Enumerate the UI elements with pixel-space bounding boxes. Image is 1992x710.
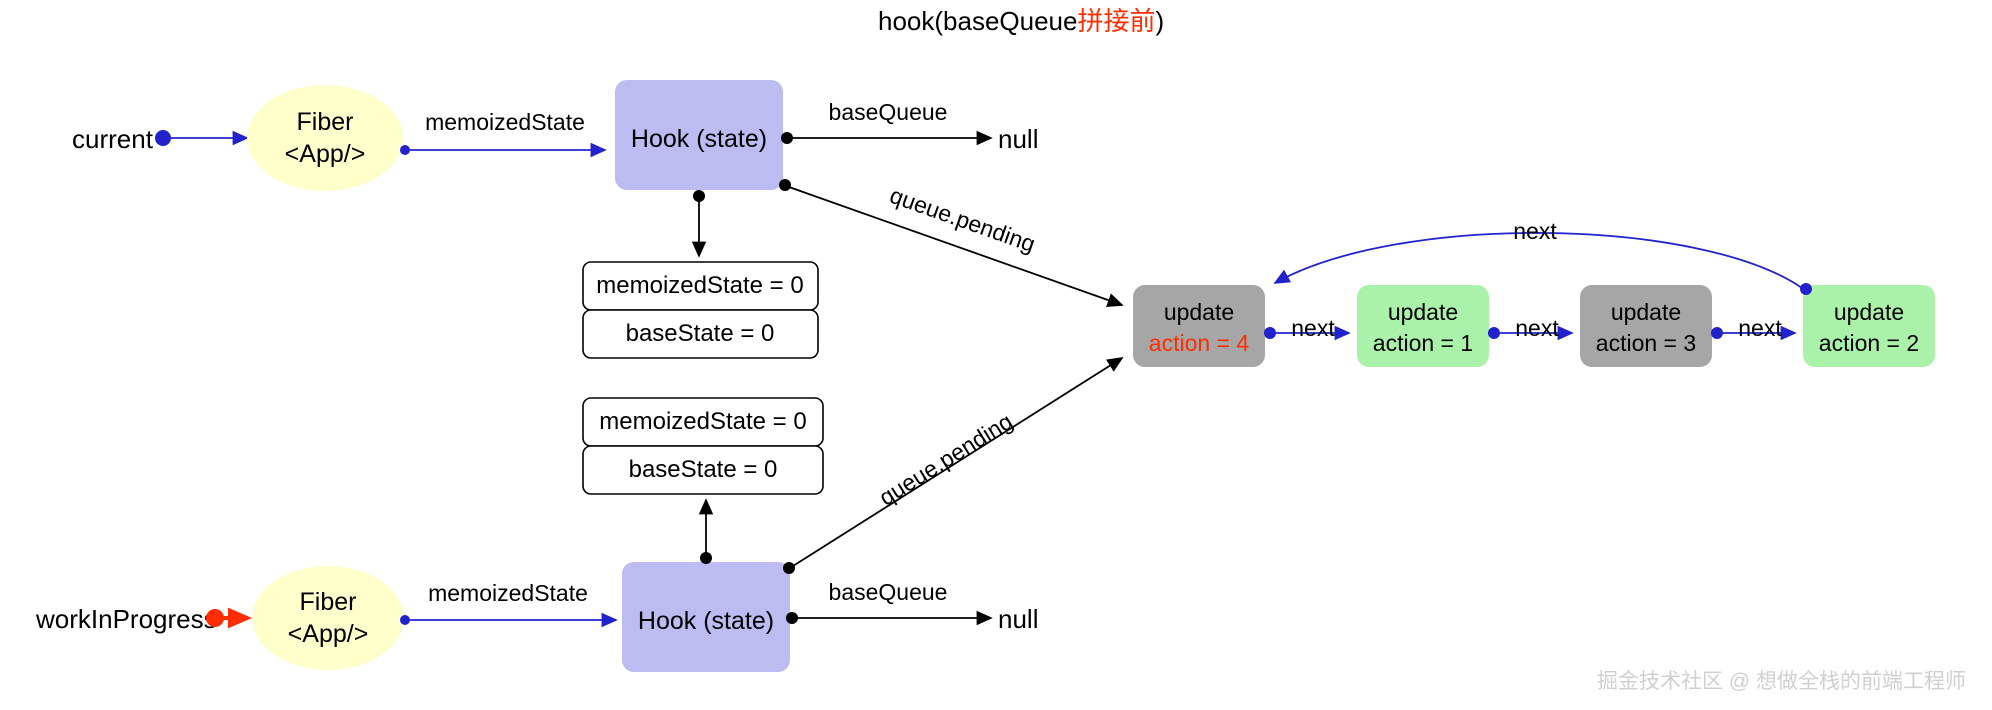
wip-basequeue-target: null [998,604,1038,634]
wip-fiber-label-line1: Fiber [300,588,357,616]
wip-hook-node [622,562,790,672]
page-title: hook(baseQueue拼接前) [878,6,1164,36]
title-prefix: hook(baseQueue [878,6,1077,36]
wip-source-dot [206,609,224,627]
update-next-dot-1 [1488,327,1500,339]
wip-queuepending-edge-line [792,357,1124,567]
wip-basequeue-edge-label: baseQueue [829,579,948,605]
update-box-1 [1357,285,1489,367]
update-box-3 [1803,285,1935,367]
current-state-table: memoizedState = 0 baseState = 0 [582,261,819,359]
wip-state-table: memoizedState = 0 baseState = 0 [582,397,824,495]
current-source-dot [155,130,171,146]
update-next-label-2: next [1738,315,1782,341]
current-hook-node [615,80,783,190]
wip-memoized-edge-label: memoizedState [428,580,588,606]
update-title-3: update [1834,299,1904,325]
update-box-2 [1580,285,1712,367]
update-title-2: update [1611,299,1681,325]
update-box-0 [1133,285,1265,367]
update-next-dot-0 [1264,327,1276,339]
current-fiber-label-line1: Fiber [297,108,354,136]
current-fiber-label-line2: <App/> [285,140,366,168]
watermark: 掘金技术社区 @ 想做全栈的前端工程师 [1597,670,1966,693]
update-node-1: update action = 1 [1357,285,1489,367]
wip-table-row2-cell [582,445,824,495]
update-node-3: update action = 2 [1803,285,1935,367]
current-hook-label: Hook (state) [631,125,767,153]
wip-queuepending-source-dot [783,562,795,574]
current-fiber-node [247,85,403,191]
current-basequeue-edge-label: baseQueue [829,99,948,125]
wip-fiber-label-line2: <App/> [288,620,369,648]
update-node-2: update action = 3 [1580,285,1712,367]
current-queuepending-edge-label: queue.pending [887,182,1039,257]
wip-queuepending-edge-label: queue.pending [874,408,1017,511]
wip-table-row1-label: memoizedState = 0 [599,408,806,435]
update-action-0: action = 4 [1149,330,1250,356]
current-memoized-source-dot [400,145,410,155]
wip-table-row2-label: baseState = 0 [629,456,778,483]
title-accent: 拼接前 [1077,6,1155,36]
current-queuepending-source-dot [779,179,791,191]
current-memoized-edge-label: memoizedState [425,109,585,135]
current-queuepending-edge-line [788,186,1124,307]
current-basequeue-target: null [998,124,1038,154]
current-table-row1-label: memoizedState = 0 [596,272,803,299]
current-table-row2-cell [582,309,819,359]
update-loop-next-edge [1273,232,1803,289]
update-action-2: action = 3 [1596,330,1696,356]
current-entry-label: current [72,124,154,154]
update-next-label-1: next [1515,315,1559,341]
wip-basequeue-source-dot [786,612,798,624]
update-loop-source-dot [1800,283,1812,295]
update-next-dot-2 [1711,327,1723,339]
update-title-0: update [1164,299,1234,325]
title-suffix: ) [1156,6,1165,36]
wip-entry-label: workInProgress [35,604,217,634]
update-action-3: action = 2 [1819,330,1919,356]
current-table-row2-label: baseState = 0 [626,320,775,347]
wip-table-source-dot [700,552,712,564]
update-next-label-0: next [1291,315,1335,341]
wip-hook-label: Hook (state) [638,607,774,635]
update-title-1: update [1388,299,1458,325]
wip-fiber-node [252,566,404,670]
update-loop-next-label: next [1513,218,1557,244]
update-action-1: action = 1 [1373,330,1473,356]
current-basequeue-source-dot [781,132,793,144]
current-table-source-dot [693,190,705,202]
update-node-0: update action = 4 [1133,285,1265,367]
wip-memoized-source-dot [400,615,410,625]
